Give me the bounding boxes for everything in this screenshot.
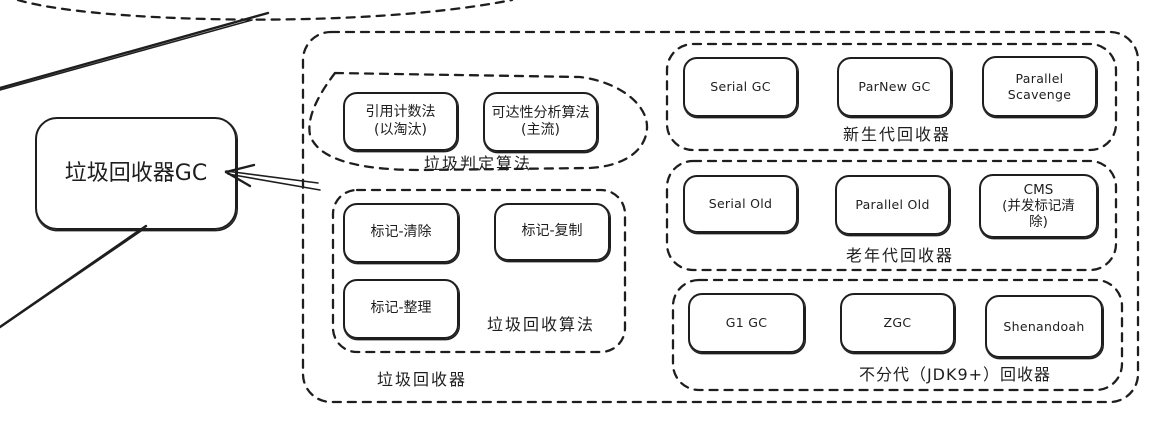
group-judgement-algorithms-label: 垃圾判定算法 xyxy=(423,154,533,173)
arrowhead-icon xyxy=(224,163,256,174)
node-label: Shenandoah xyxy=(1003,318,1085,334)
node-label: CMS (并发标记清 除) xyxy=(1002,181,1075,231)
node-mark-sweep: 标记-清除 xyxy=(343,203,459,263)
group-young-generation-outline xyxy=(665,42,1118,152)
group-young-generation-label: 新生代回收器 xyxy=(842,125,952,144)
node-shenandoah: Shenandoah xyxy=(985,295,1103,358)
group-old-generation-label: 老年代回收器 xyxy=(845,246,955,265)
node-reference-counting: 引用计数法 (以淘汰) xyxy=(343,92,458,151)
group-judgement-algorithms-outline xyxy=(308,71,649,172)
node-label: Parallel Scavenge xyxy=(1007,70,1072,102)
node-serial-gc: Serial GC xyxy=(683,57,798,117)
node-label: ParNew GC xyxy=(858,79,931,95)
node-label: 标记-清除 xyxy=(370,224,432,241)
node-label: 标记-复制 xyxy=(521,223,583,240)
node-label: Parallel Old xyxy=(855,197,930,213)
node-parallel-scavenge: Parallel Scavenge xyxy=(982,56,1097,117)
node-mark-compact: 标记-整理 xyxy=(343,279,459,339)
bottom-left-connector-line xyxy=(0,224,148,329)
node-label: G1 GC xyxy=(725,315,768,331)
group-collection-algorithms-outline xyxy=(331,188,627,354)
node-gc-root-label: 垃圾回收器GC xyxy=(64,160,208,186)
group-garbage-collector-outline xyxy=(301,30,1140,404)
node-label: ZGC xyxy=(883,315,912,331)
group-old-generation-outline xyxy=(665,159,1118,272)
node-reachability-analysis: 可达性分析算法 (主流) xyxy=(483,92,598,152)
node-serial-old: Serial Old xyxy=(683,175,798,233)
node-label: 标记-整理 xyxy=(370,300,432,317)
node-cms: CMS (并发标记清 除) xyxy=(979,174,1098,238)
node-mark-copy: 标记-复制 xyxy=(494,203,610,261)
node-g1-gc: G1 GC xyxy=(688,293,805,353)
group-non-generational-label: 不分代（JDK9+）回收器 xyxy=(858,365,1052,384)
node-gc-root: 垃圾回收器GC xyxy=(35,117,237,230)
node-label: Serial GC xyxy=(710,79,771,95)
group-garbage-collector-label: 垃圾回收器 xyxy=(376,370,468,389)
node-parnew-gc: ParNew GC xyxy=(837,57,952,117)
node-label: Serial Old xyxy=(708,196,773,212)
node-label: 引用计数法 (以淘汰) xyxy=(365,104,436,138)
group-non-generational-outline xyxy=(671,278,1124,392)
node-label: 可达性分析算法 (主流) xyxy=(491,104,590,139)
arrow-to-gc-root xyxy=(224,163,321,191)
node-zgc: ZGC xyxy=(840,293,955,353)
group-collection-algorithms-label: 垃圾回收算法 xyxy=(486,315,596,334)
top-ellipse-arc xyxy=(16,0,514,21)
node-parallel-old: Parallel Old xyxy=(835,175,950,235)
top-left-connector-line xyxy=(0,11,270,91)
